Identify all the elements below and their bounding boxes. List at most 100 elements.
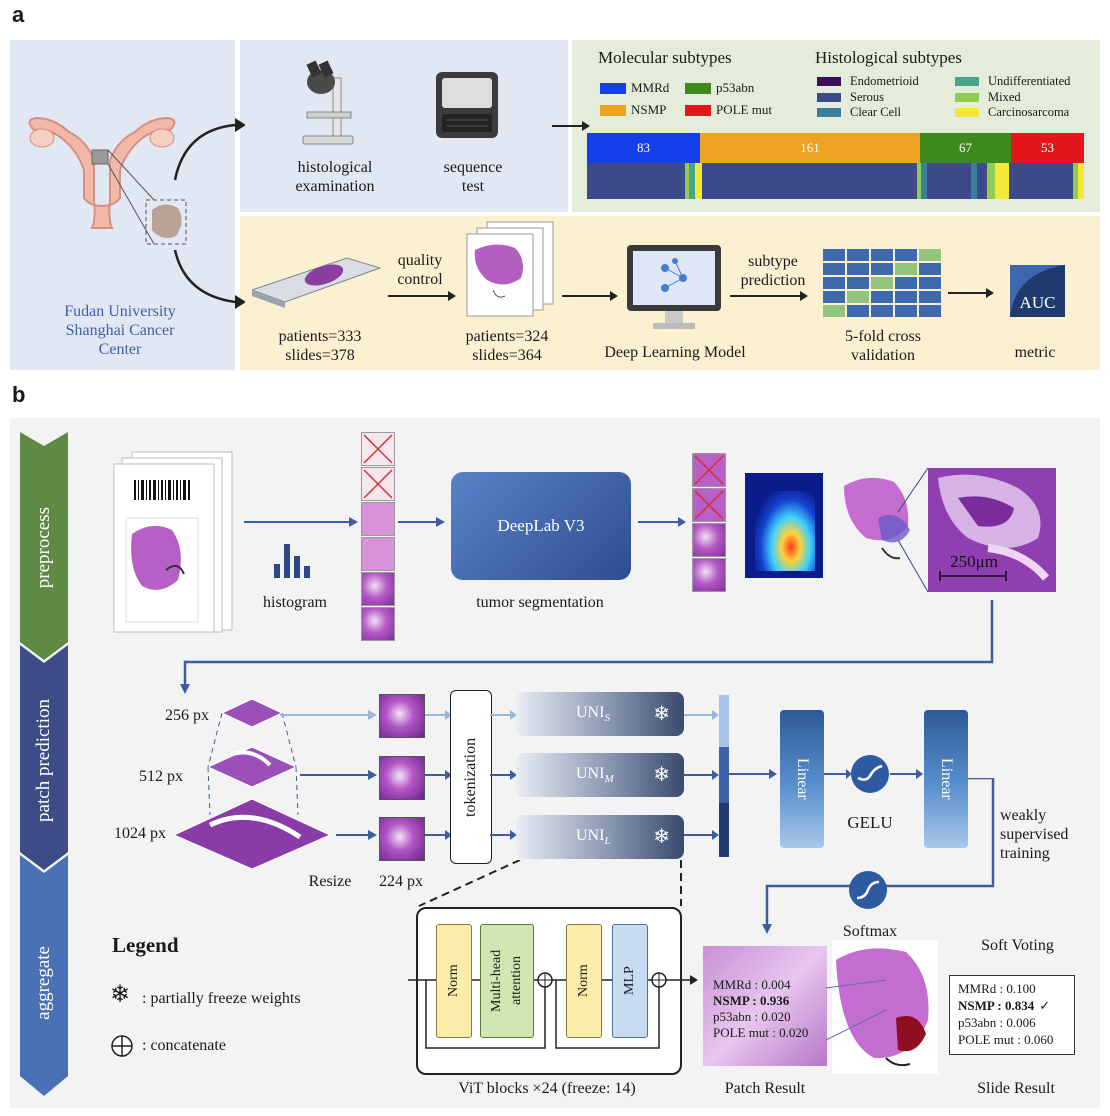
histological-legend-label: Clear Cell bbox=[850, 105, 902, 119]
uni-l-sub: L bbox=[604, 835, 611, 848]
slide-stack-icon bbox=[466, 221, 554, 317]
arrow-qc bbox=[388, 291, 456, 301]
stage-preprocess: preprocess bbox=[33, 506, 54, 589]
examination-panel bbox=[240, 40, 568, 212]
scale-bar-label: 250μm bbox=[950, 552, 998, 571]
arrow-to-metric bbox=[948, 288, 994, 298]
histological-legend-label: Mixed bbox=[988, 90, 1021, 104]
histological-subtypes-title: Histological subtypes bbox=[815, 48, 962, 67]
gelu-icon bbox=[851, 755, 889, 793]
resized-patch bbox=[379, 694, 425, 738]
cv-fold-cell bbox=[895, 291, 917, 303]
cv-fold-cell bbox=[919, 249, 941, 261]
uni-s-encoder: UNIS ❄ bbox=[516, 692, 684, 736]
molecular-legend-swatch bbox=[685, 105, 711, 116]
stage-aggregate: aggregate bbox=[33, 945, 54, 1020]
cv-fold-cell bbox=[871, 305, 893, 317]
cv-fold-cell bbox=[919, 277, 941, 289]
vit-wiring bbox=[408, 972, 698, 1049]
deeplab-label: DeepLab V3 bbox=[497, 516, 585, 535]
histological-legend-swatch bbox=[955, 108, 979, 117]
softmax-label: Softmax bbox=[842, 923, 898, 940]
histological-legend-label: Endometrioid bbox=[850, 74, 919, 88]
tissue-patch bbox=[361, 537, 395, 571]
cv-fold-cell bbox=[871, 291, 893, 303]
auc-label: AUC bbox=[1019, 293, 1056, 312]
arrow-to-model bbox=[562, 291, 618, 301]
cv-fold-cell bbox=[847, 249, 869, 261]
cv-fold-cell bbox=[823, 305, 845, 317]
histogram-icon bbox=[274, 544, 310, 578]
slide-result-title: Slide Result bbox=[977, 1080, 1055, 1097]
cv-fold-cell bbox=[919, 291, 941, 303]
quality-control-label: quality control bbox=[397, 252, 443, 288]
gelu-label: GELU bbox=[847, 813, 893, 832]
uni-s-sub: S bbox=[604, 712, 610, 725]
molecular-bar-segment: 161 bbox=[700, 133, 920, 163]
px-256-label: 256 px bbox=[165, 707, 209, 724]
histological-strip bbox=[587, 163, 1084, 199]
result-score: POLE mut : 0.060 bbox=[958, 1032, 1054, 1047]
histological-legend-label: Serous bbox=[850, 90, 885, 104]
slide-result-image bbox=[826, 940, 938, 1074]
rejected-patch bbox=[692, 453, 726, 487]
histological-legend-label: Carcinosarcoma bbox=[988, 105, 1070, 119]
microscope-icon bbox=[302, 60, 354, 145]
result-score: NSMP : 0.834✓ bbox=[958, 998, 1051, 1013]
legend-concat-icon bbox=[111, 1035, 133, 1057]
molecular-bar-segment: 83 bbox=[587, 133, 700, 163]
histological-examination-label: histological examination bbox=[295, 159, 375, 195]
panel-b-letter: b bbox=[12, 382, 26, 407]
cv-fold-cell bbox=[871, 263, 893, 275]
molecular-legend-label: POLE mut bbox=[716, 102, 772, 117]
sequencer-icon bbox=[436, 72, 498, 138]
cv-fold-cell bbox=[823, 277, 845, 289]
slide-result-box bbox=[949, 975, 1075, 1055]
arrow-to-filtered bbox=[638, 517, 686, 527]
soft-voting-label: Soft Voting bbox=[981, 937, 1054, 954]
result-score: MMRd : 0.100 bbox=[958, 981, 1036, 996]
feature-l bbox=[719, 803, 729, 857]
vit-norm-1-label: Norm bbox=[446, 964, 461, 998]
vit-norm-1: Norm bbox=[436, 924, 472, 1038]
arrow-to-subtypes bbox=[552, 121, 590, 131]
linear-layer-2: Linear bbox=[924, 710, 968, 848]
subtype-prediction-label: subtype prediction bbox=[740, 253, 806, 289]
uni-l-label: UNI bbox=[576, 827, 605, 844]
px-224-label: 224 px bbox=[379, 873, 423, 890]
patients-qc-label: patients=324 slides=364 bbox=[465, 328, 549, 364]
cv-fold-cell bbox=[847, 305, 869, 317]
molecular-legend-label: NSMP bbox=[631, 102, 667, 117]
molecular-bar-count: 161 bbox=[800, 140, 820, 155]
tissue-patch bbox=[361, 502, 395, 536]
molecular-legend-swatch bbox=[685, 83, 711, 94]
monitor-icon bbox=[627, 245, 721, 329]
linear-layer-1: Linear bbox=[780, 710, 824, 848]
snowflake-icon: ❄ bbox=[653, 826, 670, 848]
arrow-to-cv bbox=[730, 291, 808, 301]
stage-chevrons bbox=[20, 432, 68, 1096]
result-score: p53abn : 0.020 bbox=[713, 1009, 791, 1024]
molecular-legend-label: p53abn bbox=[716, 80, 755, 95]
cv-fold-cell bbox=[847, 291, 869, 303]
rejected-patch bbox=[692, 488, 726, 522]
resolution-pyramid bbox=[172, 698, 332, 870]
legend-freeze-label: : partially freeze weights bbox=[142, 990, 301, 1007]
tissue-patch bbox=[692, 558, 726, 592]
uterus-illustration bbox=[28, 116, 187, 245]
snowflake-icon: ❄ bbox=[653, 764, 670, 786]
connector-to-softmax bbox=[762, 778, 995, 934]
arrow-to-linear1 bbox=[729, 769, 777, 779]
panel-a-letter: a bbox=[12, 2, 25, 27]
weakly-supervised-label: weakly supervised training bbox=[1000, 807, 1069, 862]
patch-result-image bbox=[703, 946, 827, 1066]
molecular-bar-segment: 67 bbox=[920, 133, 1011, 163]
sequence-test-label: sequence test bbox=[443, 159, 503, 195]
feature-m bbox=[719, 747, 729, 803]
softmax-icon bbox=[849, 871, 887, 909]
cv-fold-cell bbox=[847, 277, 869, 289]
rejected-patch bbox=[361, 432, 395, 466]
uni-s-label: UNI bbox=[576, 704, 605, 721]
